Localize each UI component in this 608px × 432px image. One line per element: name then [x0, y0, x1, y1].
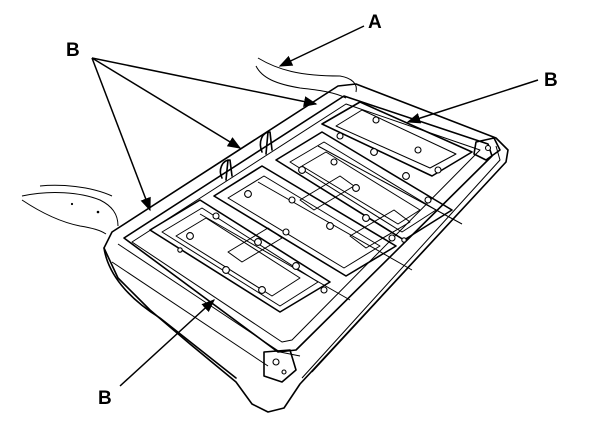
carpet-fragment-top	[255, 57, 357, 99]
callout-a: A	[368, 12, 382, 33]
carpet-fragment-left	[21, 184, 119, 235]
panel-holes	[177, 116, 442, 294]
hook-clips	[219, 131, 273, 181]
callout-b-bottom: B	[98, 388, 112, 409]
leader-lines	[91, 25, 539, 387]
corner-bracket-right	[473, 137, 501, 161]
cushion-panels	[149, 101, 473, 313]
seat-frame	[103, 83, 509, 413]
callout-b-top-left: B	[66, 40, 80, 61]
corner-bracket-bottom	[263, 349, 297, 383]
callout-b-top-right: B	[544, 70, 558, 91]
